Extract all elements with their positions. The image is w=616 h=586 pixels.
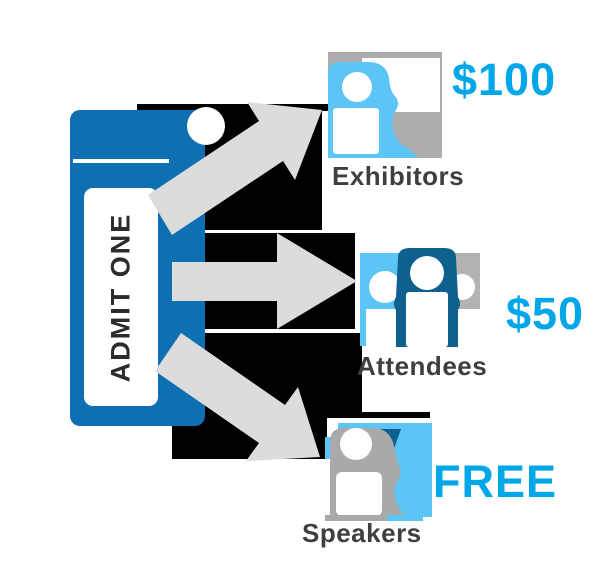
person-icon xyxy=(325,423,432,521)
tier-label-attendees: Attendees xyxy=(357,351,488,381)
audience-icon xyxy=(360,248,480,347)
ticket-label: ADMIT ONE xyxy=(84,188,158,406)
tier-price-attendees: $50 xyxy=(506,288,585,339)
arrow-bottom-icon xyxy=(155,333,320,461)
ticket-label-text: ADMIT ONE xyxy=(105,212,136,382)
arrow-middle-icon xyxy=(172,233,357,329)
tier-price-exhibitors: $100 xyxy=(452,54,557,105)
tier-price-speakers: FREE xyxy=(433,456,558,507)
presenter-icon xyxy=(328,52,442,158)
arrow-top-icon xyxy=(148,102,322,235)
tier-label-exhibitors: Exhibitors xyxy=(332,161,465,191)
tier-label-speakers: Speakers xyxy=(302,518,422,548)
